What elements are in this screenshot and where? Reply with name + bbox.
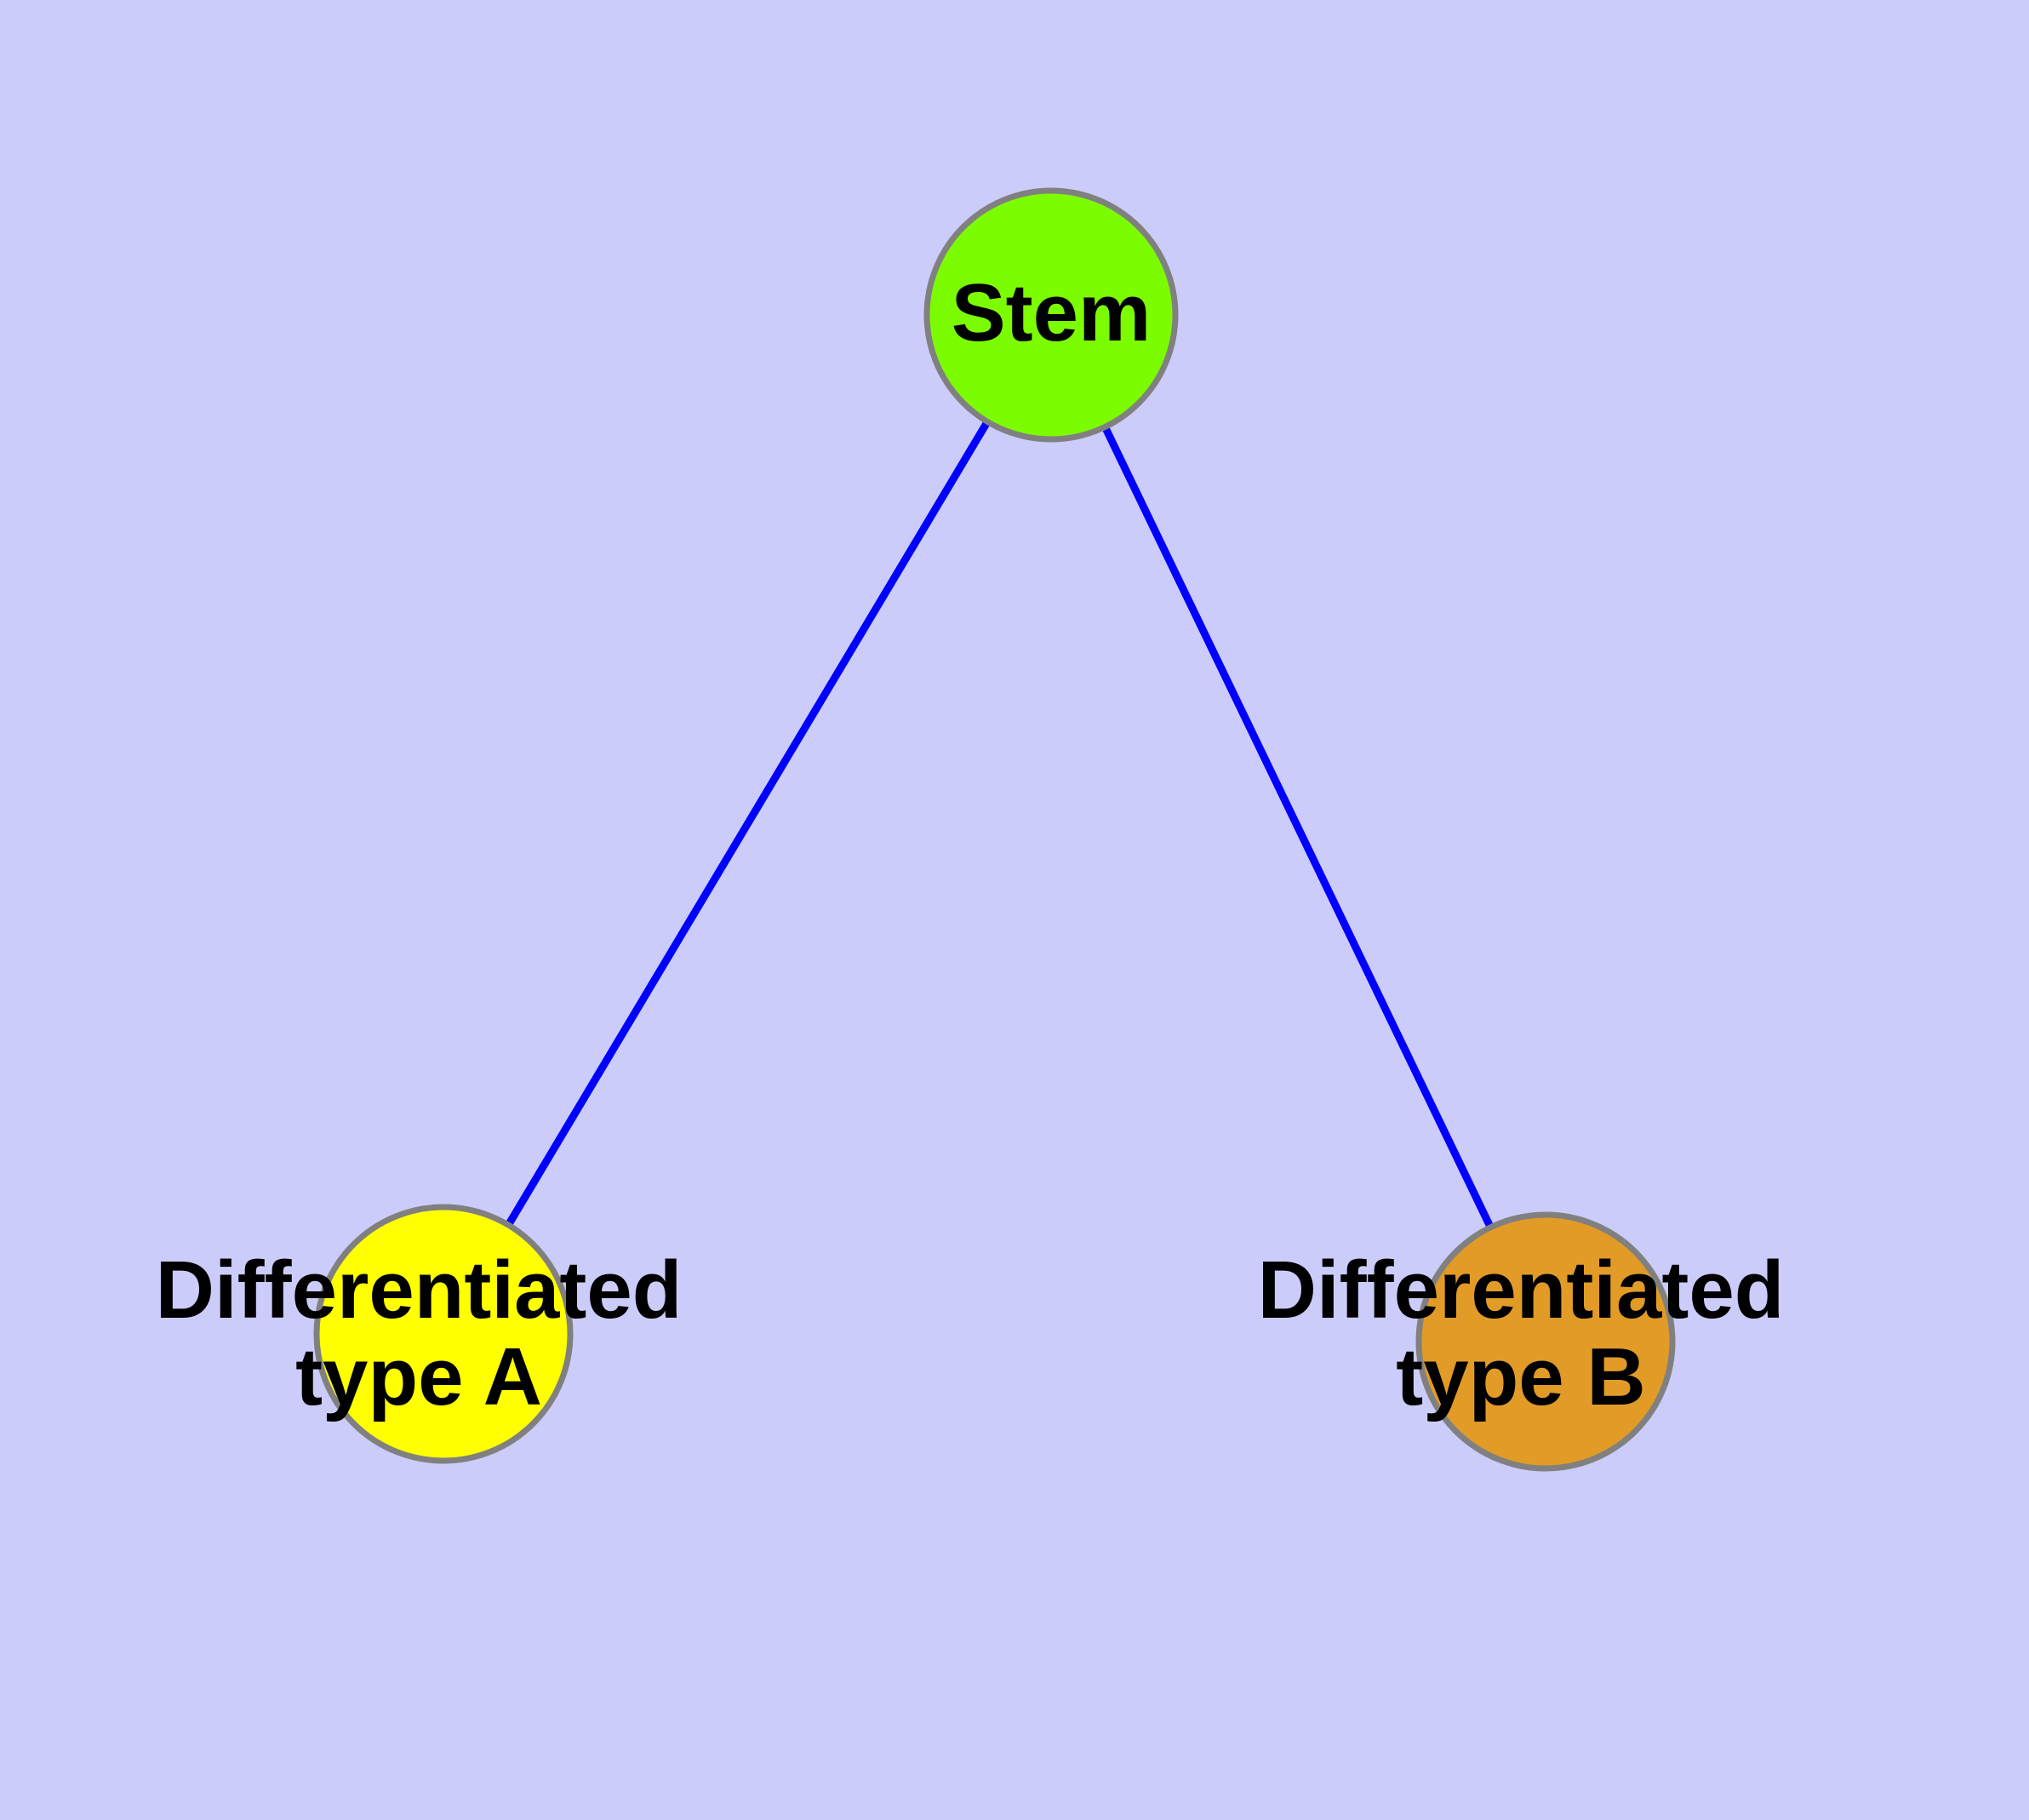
node-diff-b[interactable]: Differentiated type B	[1258, 1211, 1785, 1472]
edge-stem-to-diff-a[interactable]	[440, 312, 1055, 1336]
node-stem-label-line-1: Stem	[952, 267, 1152, 358]
node-diff-b-label-line-2: type B	[1396, 1331, 1645, 1422]
node-diff-b-label-line-1: Differentiated	[1258, 1245, 1785, 1336]
node-stem-circle[interactable]	[923, 187, 1179, 443]
node-diff-a-label-line-2: type A	[295, 1331, 542, 1422]
node-diff-a-circle[interactable]	[313, 1204, 574, 1464]
node-diff-a-label-line-1: Differentiated	[156, 1245, 683, 1336]
node-stem[interactable]: Stem	[923, 187, 1179, 443]
edge-stem-to-diff-b[interactable]	[1047, 313, 1550, 1343]
node-diff-b-circle[interactable]	[1415, 1211, 1676, 1472]
edge-layer	[440, 312, 1550, 1343]
node-diff-a[interactable]: Differentiated type A	[156, 1204, 683, 1464]
